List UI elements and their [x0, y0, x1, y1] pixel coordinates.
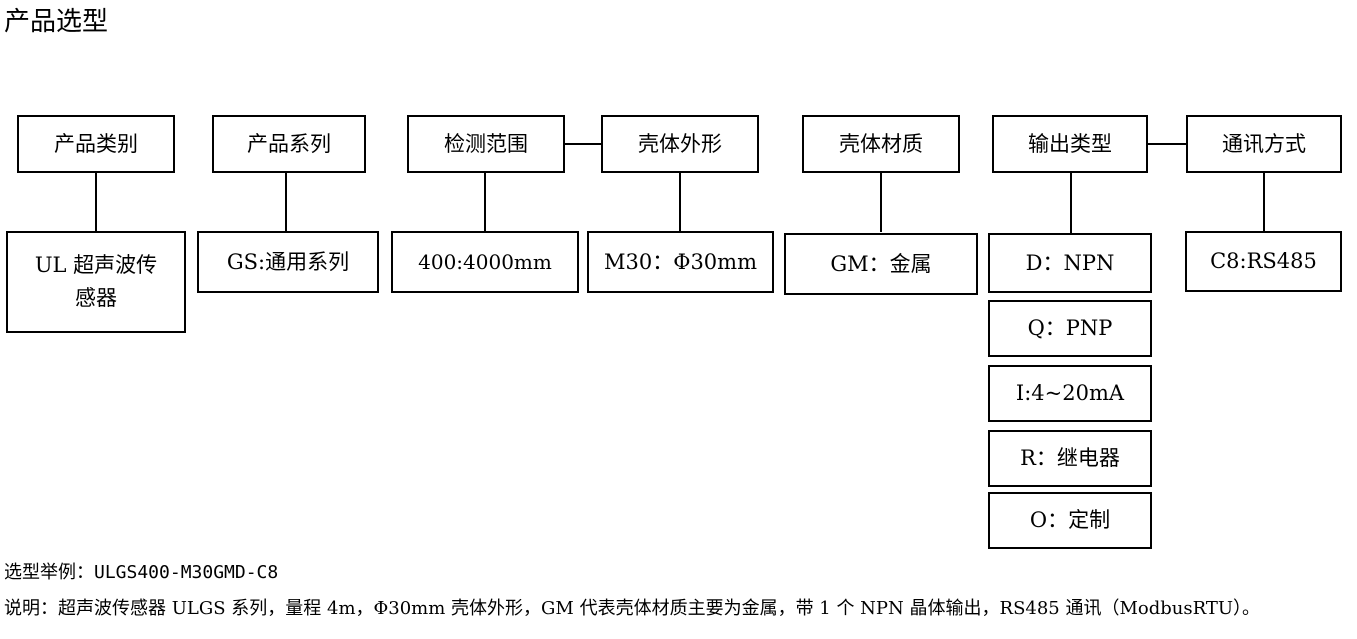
- output-option-relay: R：继电器: [988, 430, 1152, 487]
- header-detection-range-label: 检测范围: [444, 131, 528, 156]
- output-option-npn-label: D：NPN: [1025, 250, 1115, 275]
- value-housing-material: GM：金属: [784, 233, 978, 295]
- header-housing-shape: 壳体外形: [601, 115, 759, 173]
- output-option-current: I:4~20mA: [988, 365, 1152, 422]
- value-product-category: UL 超声波传 感器: [6, 231, 186, 333]
- value-housing-material-label: GM：金属: [830, 251, 932, 276]
- header-product-series: 产品系列: [212, 115, 366, 173]
- explanation-note: 说明：超声波传感器 ULGS 系列，量程 4m，Φ30mm 壳体外形，GM 代表…: [4, 598, 1261, 619]
- header-output-type: 输出类型: [992, 115, 1148, 173]
- header-detection-range: 检测范围: [407, 115, 565, 173]
- output-option-pnp: Q：PNP: [988, 300, 1152, 357]
- header-comm-mode-label: 通讯方式: [1222, 131, 1306, 156]
- value-product-series: GS:通用系列: [197, 231, 379, 293]
- connector-category: [95, 173, 97, 232]
- header-output-type-label: 输出类型: [1028, 131, 1112, 156]
- header-housing-material: 壳体材质: [802, 115, 960, 173]
- value-comm-mode-label: C8:RS485: [1210, 249, 1317, 274]
- header-product-category-label: 产品类别: [54, 131, 138, 156]
- selection-example: 选型举例：ULGS400-M30GMD-C8: [4, 562, 279, 583]
- value-comm-mode: C8:RS485: [1185, 231, 1342, 292]
- connector-range: [484, 173, 486, 232]
- connector-shape: [679, 173, 681, 232]
- output-option-custom-label: O：定制: [1029, 508, 1111, 533]
- value-detection-range: 400:4000mm: [391, 231, 579, 293]
- page-title: 产品选型: [4, 7, 109, 37]
- output-option-relay-label: R：继电器: [1020, 446, 1120, 471]
- connector-material: [880, 173, 882, 232]
- output-option-pnp-label: Q：PNP: [1027, 316, 1113, 341]
- connector-series: [285, 173, 287, 232]
- value-detection-range-label: 400:4000mm: [418, 249, 552, 274]
- connector-output-comm: [1148, 143, 1186, 145]
- header-product-category: 产品类别: [17, 115, 175, 173]
- header-product-series-label: 产品系列: [247, 131, 331, 156]
- header-housing-shape-label: 壳体外形: [638, 131, 722, 156]
- header-housing-material-label: 壳体材质: [839, 131, 923, 156]
- output-option-custom: O：定制: [988, 492, 1152, 549]
- value-product-series-label: GS:通用系列: [226, 249, 350, 274]
- connector-output: [1070, 173, 1072, 233]
- value-housing-shape-label: M30：Φ30mm: [604, 249, 757, 274]
- output-option-current-label: I:4~20mA: [1015, 381, 1125, 406]
- connector-comm: [1263, 173, 1265, 232]
- output-option-npn: D：NPN: [988, 233, 1152, 293]
- connector-range-shape: [565, 143, 601, 145]
- value-housing-shape: M30：Φ30mm: [587, 231, 774, 293]
- header-comm-mode: 通讯方式: [1186, 115, 1342, 173]
- value-product-category-label: UL 超声波传 感器: [34, 253, 158, 310]
